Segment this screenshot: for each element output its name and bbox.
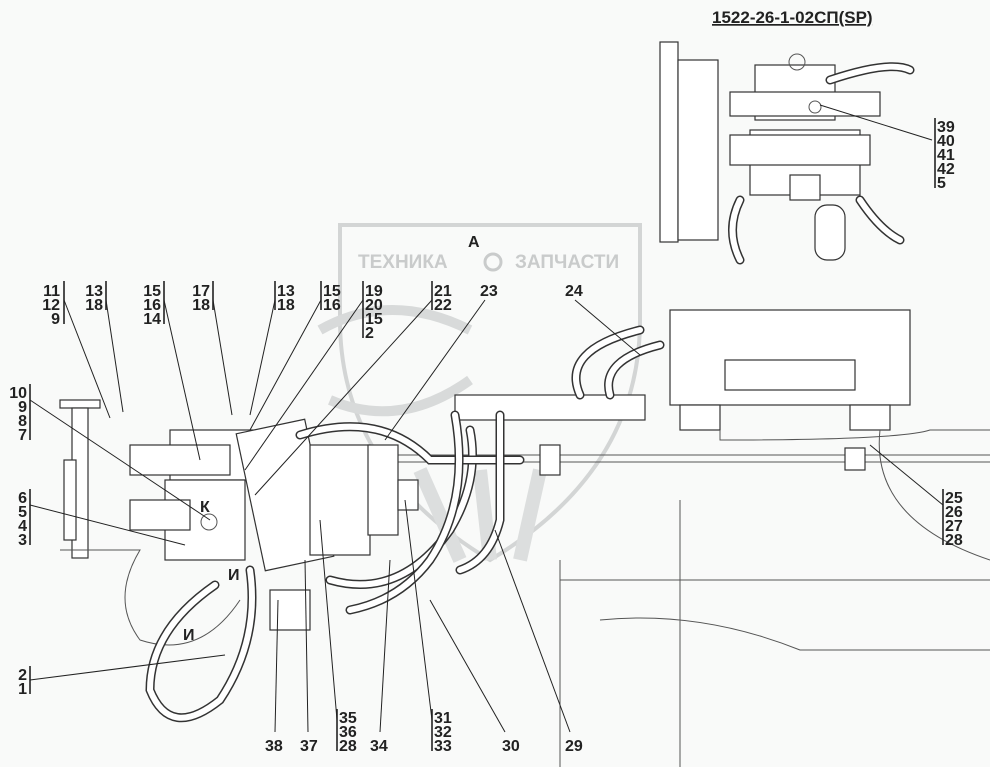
svg-text:21: 21 (434, 283, 452, 300)
callout-11-12-9: 11 12 9 (42, 281, 111, 419)
svg-text:33: 33 (434, 738, 452, 755)
svg-text:15: 15 (143, 283, 161, 300)
callout-38: 38 (265, 599, 283, 755)
svg-text:38: 38 (265, 738, 283, 755)
inset-view-drawing (659, 41, 933, 265)
callout-17-18: 17 18 (192, 281, 233, 416)
svg-text:16: 16 (323, 297, 341, 314)
main-assembly-drawing (59, 309, 990, 767)
svg-text:7: 7 (18, 427, 27, 444)
drawing-title: 1522-26-1-02СП(SP) (712, 8, 873, 27)
callout-13-18-a: 13 18 (85, 281, 124, 413)
svg-text:13: 13 (85, 283, 103, 300)
svg-text:22: 22 (434, 297, 452, 314)
watermark-text-left: ТЕХНИКА (358, 252, 448, 273)
svg-text:8: 8 (18, 413, 27, 430)
callout-35-36-28: 35 36 28 (319, 519, 357, 755)
callout-34: 34 (370, 559, 391, 755)
svg-text:18: 18 (277, 297, 295, 314)
svg-text:19: 19 (365, 283, 383, 300)
svg-text:37: 37 (300, 738, 318, 755)
watermark: ТЕХНИКА ЗАПЧАСТИ (317, 223, 642, 563)
svg-text:27: 27 (945, 518, 963, 535)
svg-text:35: 35 (339, 710, 357, 727)
section-marker-i-1: И (228, 567, 240, 584)
svg-text:5: 5 (937, 175, 946, 192)
svg-text:36: 36 (339, 724, 357, 741)
callout-2-1: 2 1 (18, 654, 226, 698)
svg-text:14: 14 (143, 311, 161, 328)
callout-19-20-15-2: 19 20 15 2 (244, 281, 383, 471)
svg-text:10: 10 (9, 385, 27, 402)
svg-text:17: 17 (192, 283, 210, 300)
svg-text:18: 18 (85, 297, 103, 314)
callout-23: 23 (384, 283, 498, 441)
svg-text:2: 2 (365, 325, 374, 342)
svg-text:34: 34 (370, 738, 388, 755)
callout-10-9-8-7: 10 9 8 7 (9, 384, 211, 521)
callout-24: 24 (565, 283, 641, 356)
svg-text:12: 12 (42, 297, 60, 314)
svg-text:30: 30 (502, 738, 520, 755)
svg-text:3: 3 (18, 532, 27, 549)
callout-30: 30 (429, 599, 520, 755)
watermark-text-right: ЗАПЧАСТИ (515, 252, 619, 273)
callout-6-5-4-3: 6 5 4 3 (18, 489, 186, 549)
svg-text:15: 15 (365, 311, 383, 328)
callout-39-42-5: 39 40 41 42 5 (934, 118, 955, 192)
svg-text:41: 41 (937, 147, 955, 164)
svg-text:9: 9 (18, 399, 27, 416)
callout-13-18-b: 13 18 (249, 281, 295, 416)
svg-text:2: 2 (18, 667, 27, 684)
svg-text:11: 11 (43, 283, 60, 300)
svg-text:15: 15 (323, 283, 341, 300)
svg-text:5: 5 (18, 504, 27, 521)
svg-text:18: 18 (192, 297, 210, 314)
svg-text:9: 9 (51, 311, 60, 328)
svg-text:28: 28 (339, 738, 357, 755)
svg-text:39: 39 (937, 119, 955, 136)
svg-text:20: 20 (365, 297, 383, 314)
svg-text:32: 32 (434, 724, 452, 741)
svg-text:4: 4 (18, 518, 27, 535)
view-label-a: А (468, 234, 480, 251)
svg-text:13: 13 (277, 283, 295, 300)
callout-21-22: 21 22 (254, 281, 452, 496)
svg-text:26: 26 (945, 504, 963, 521)
svg-text:16: 16 (143, 297, 161, 314)
svg-text:29: 29 (565, 738, 583, 755)
svg-text:24: 24 (565, 283, 583, 300)
svg-text:42: 42 (937, 161, 955, 178)
callout-25-28: 25 26 27 28 (869, 444, 963, 549)
callout-15-16-14: 15 16 14 (143, 281, 201, 461)
svg-text:6: 6 (18, 490, 27, 507)
view-marker-k: К (200, 499, 210, 516)
gear-icon (483, 252, 503, 272)
callout-29: 29 (494, 529, 583, 755)
svg-text:31: 31 (434, 710, 452, 727)
svg-text:1: 1 (18, 681, 27, 698)
svg-text:25: 25 (945, 490, 963, 507)
callout-37: 37 (300, 559, 318, 755)
callout-15-16: 15 16 (249, 281, 341, 431)
callout-31-32-33: 31 32 33 (404, 499, 452, 755)
svg-text:40: 40 (937, 133, 955, 150)
svg-text:23: 23 (480, 283, 498, 300)
svg-text:28: 28 (945, 532, 963, 549)
section-marker-i-2: И (183, 627, 195, 644)
